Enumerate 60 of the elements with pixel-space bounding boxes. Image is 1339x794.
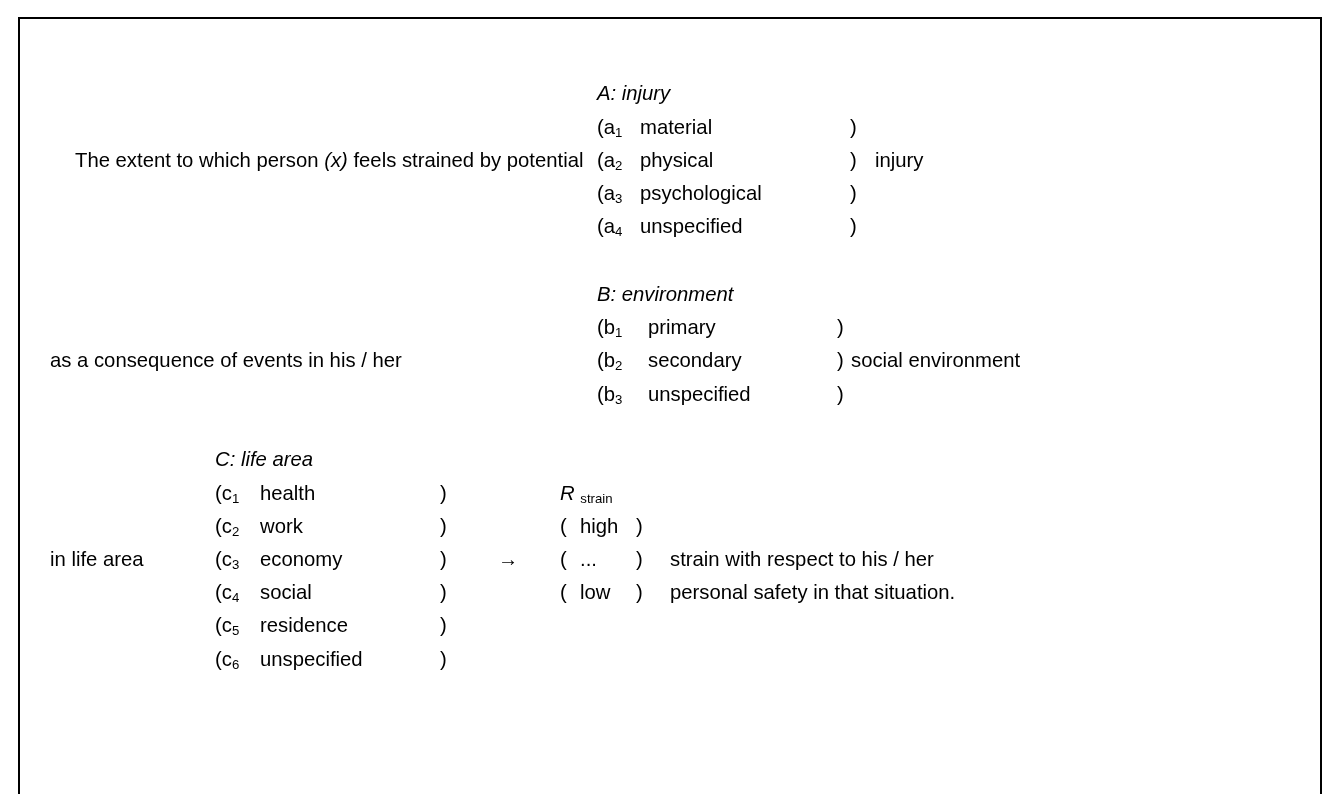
facet-element: high [580,514,619,539]
closing-parenthesis: ) [850,181,857,206]
facet-element: primary [648,315,716,340]
facet-element: social [260,580,312,605]
facet-index: (a$_{4}$ [597,214,623,241]
closing-parenthesis: ) [850,115,857,140]
sentence-text: social environment [851,348,1021,373]
facet-index: (b$_{1}$ [597,315,623,342]
facet-index: (c$_{4}$ [215,580,240,607]
facet-element: unspecified [260,647,363,672]
closing-parenthesis: ) [440,613,447,638]
facet-index: (a$_{2}$ [597,148,623,175]
facet-element: psychological [640,181,762,206]
facet-index: (c$_{2}$ [215,514,240,541]
facet-index: (a$_{3}$ [597,181,623,208]
sentence-text: strain with respect to his / her [670,547,934,572]
closing-parenthesis: ) [850,148,857,173]
closing-parenthesis: ) [837,315,844,340]
facet-element: economy [260,547,343,572]
facet-element: low [580,580,611,605]
sentence-text: injury [875,148,924,173]
sentence-text: personal safety in that situation. [670,580,956,605]
facet-element: physical [640,148,714,173]
closing-parenthesis: ) [837,382,844,407]
facet-element: material [640,115,713,140]
facet-element: ... [580,547,597,572]
facet-index: (c$_{1}$ [215,481,240,508]
sentence-text: The extent to which person (x) feels strained by potential [75,148,584,173]
arrow-symbol: → [498,547,519,572]
facet-heading: A: injury [597,81,671,106]
facet-index: (b$_{2}$ [597,348,623,375]
facet-element: work [260,514,303,539]
facet-index: ( [560,580,567,605]
facet-element: secondary [648,348,742,373]
sentence-text: as a consequence of events in his / her [50,348,402,373]
closing-parenthesis: ) [636,580,643,605]
closing-parenthesis: ) [440,481,447,506]
facet-index: (c$_{6}$ [215,647,240,674]
facet-heading: B: environment [597,282,734,307]
closing-parenthesis: ) [440,547,447,572]
closing-parenthesis: ) [440,647,447,672]
facet-element: health [260,481,316,506]
facet-heading: R $_{strain}$ [560,481,613,508]
closing-parenthesis: ) [837,348,844,373]
facet-index: (c$_{5}$ [215,613,240,640]
closing-parenthesis: ) [440,580,447,605]
facet-index: (c$_{3}$ [215,547,240,574]
facet-index: ( [560,514,567,539]
sentence-text: in life area [50,547,144,572]
closing-parenthesis: ) [636,547,643,572]
facet-index: ( [560,547,567,572]
closing-parenthesis: ) [850,214,857,239]
closing-parenthesis: ) [440,514,447,539]
facet-index: (b$_{3}$ [597,382,623,409]
facet-element: residence [260,613,348,638]
closing-parenthesis: ) [636,514,643,539]
facet-index: (a$_{1}$ [597,115,623,142]
facet-heading: C: life area [215,447,314,472]
facet-element: unspecified [640,214,743,239]
facet-element: unspecified [648,382,751,407]
